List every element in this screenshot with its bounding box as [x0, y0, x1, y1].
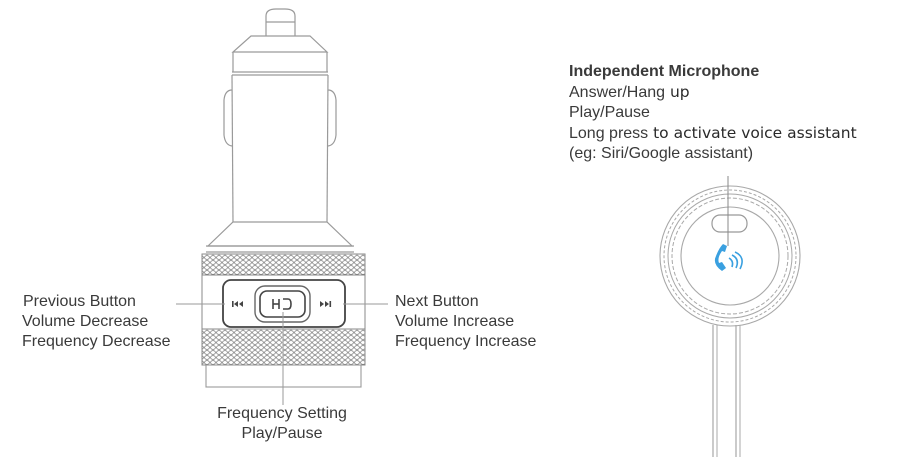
label-line: Long press [569, 125, 649, 142]
label-line: Frequency Increase [395, 333, 537, 350]
label-line: Next Button [395, 293, 479, 310]
label-line: Play/Pause [569, 104, 650, 121]
microphone-title: Independent Microphone [569, 63, 760, 80]
label-line: Frequency Setting [217, 405, 347, 422]
label-line: to activate voice assistant [648, 124, 857, 142]
label-line: Previous Button [23, 293, 136, 310]
phone-call-icon [714, 244, 743, 271]
previous-button-label: Previous Button Volume Decrease Frequenc… [22, 292, 171, 352]
label-line: up [665, 83, 690, 101]
next-button-label: Next Button Volume Increase Frequency In… [395, 292, 536, 352]
charger-tip [265, 8, 296, 36]
label-line: (eg: Siri/Google assistant) [569, 145, 754, 162]
control-panel [222, 279, 346, 328]
center-button-label: Frequency Setting Play/Pause [205, 404, 359, 444]
label-line: Answer/Hang [569, 84, 666, 101]
next-track-icon [320, 301, 332, 307]
side-contact-right [327, 89, 337, 147]
microphone-unit [659, 176, 801, 457]
car-charger [206, 8, 354, 253]
label-line: Play/Pause [241, 425, 323, 442]
label-line: Volume Increase [395, 313, 515, 330]
microphone-label: Independent Microphone Answer/Hang up Pl… [569, 62, 857, 164]
label-line: Volume Decrease [22, 313, 149, 330]
label-line: Frequency Decrease [22, 333, 171, 350]
side-contact-left [223, 89, 233, 147]
previous-track-icon [232, 301, 243, 307]
leader-lines [176, 303, 388, 405]
hd-logo [272, 298, 292, 310]
